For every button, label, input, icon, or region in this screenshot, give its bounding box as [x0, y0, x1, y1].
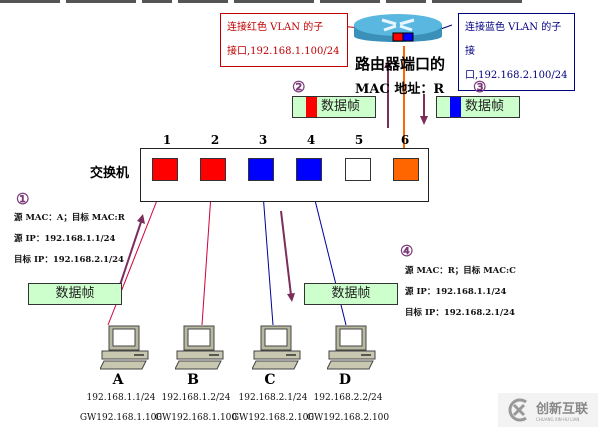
arrow-down-head — [420, 116, 428, 125]
computer-icon — [175, 325, 224, 370]
cropped-header-text — [0, 0, 600, 4]
host-name: C — [264, 372, 276, 388]
port-number-4: 4 — [306, 133, 316, 147]
step-3-frame: 数据帧 — [436, 96, 520, 118]
host-name: D — [338, 372, 352, 388]
host-name: B — [187, 372, 199, 388]
host-gateway: GW192.168.1.100 — [79, 413, 163, 423]
computer-icon — [327, 325, 376, 370]
step-1-frame: 数据帧 — [28, 283, 122, 305]
switch-port-3 — [248, 158, 274, 181]
arrow-step4 — [280, 210, 292, 296]
red-callout-line1: 连接红色 VLAN 的子 — [227, 22, 324, 33]
red-subinterface-callout: 连接红色 VLAN 的子 接口,192.168.1.100/24 — [220, 13, 348, 67]
switch-port-2 — [200, 158, 226, 181]
step-4-frame: 数据帧 — [304, 283, 398, 305]
watermark-logo-icon — [508, 398, 527, 422]
step-1-dst-ip: 目标 IP：192.168.2.1/24 — [14, 255, 124, 265]
switch-label: 交换机 — [90, 166, 130, 181]
blue-subinterface-callout: 连接蓝色 VLAN 的子 接口,192.168.2.100/24 — [458, 13, 575, 91]
step-2-frame: 数据帧 — [292, 96, 376, 118]
computer-icon — [100, 325, 149, 370]
port-number-2: 2 — [210, 133, 220, 147]
switch-port-6 — [393, 158, 419, 181]
blue-callout-line1: 连接蓝色 VLAN 的子 — [465, 22, 562, 33]
computer-icon — [252, 325, 301, 370]
router-icon — [354, 14, 442, 42]
watermark: 创新互联 CHUANG XIN HU LIAN — [498, 393, 598, 427]
step-2-marker: ② — [292, 78, 306, 96]
watermark-text: 创新互联 — [536, 402, 589, 417]
watermark-subtext: CHUANG XIN HU LIAN — [536, 417, 580, 422]
host-ip: 192.168.2.1/24 — [238, 393, 308, 403]
arrow-up-head — [384, 60, 392, 68]
step-1-src-ip: 源 IP：192.168.1.1/24 — [14, 234, 116, 244]
vlan-tag-red — [306, 97, 317, 117]
switch-port-4 — [296, 158, 322, 181]
step-3-frame-label: 数据帧 — [465, 99, 505, 114]
host-ip: 192.168.1.1/24 — [86, 393, 156, 403]
step-1-marker: ① — [16, 190, 30, 208]
arrow-step1-head — [137, 214, 145, 224]
port-number-1: 1 — [162, 133, 172, 147]
port-number-3: 3 — [258, 133, 268, 147]
arrow-step4-head — [287, 293, 295, 302]
link-port3-host-c — [261, 179, 274, 326]
vlan-tag-blue — [450, 97, 461, 117]
step-4-dst-ip: 目标 IP：192.168.2.1/24 — [405, 308, 515, 318]
host-gateway: GW192.168.2.100 — [306, 413, 390, 423]
port-number-5: 5 — [354, 133, 364, 147]
host-name: A — [112, 372, 124, 388]
router-red-port — [392, 32, 404, 42]
switch-port-5 — [345, 158, 371, 181]
host-gateway: GW192.168.1.100 — [154, 413, 238, 423]
step-4-info: 源 MAC：R；目标 MAC:C 源 IP：192.168.1.1/24 目标 … — [405, 261, 516, 324]
step-2-frame-label: 数据帧 — [321, 99, 361, 114]
port-number-6: 6 — [400, 133, 410, 147]
step-1-frame-label: 数据帧 — [55, 286, 95, 301]
router-title-line2: MAC 地址：R — [355, 82, 445, 97]
router-blue-port — [402, 32, 414, 42]
step-4-frame-label: 数据帧 — [331, 286, 371, 301]
red-callout-line2: 接口,192.168.1.100/24 — [227, 46, 340, 57]
host-ip: 192.168.1.2/24 — [161, 393, 231, 403]
step-4-marker: ④ — [400, 242, 414, 260]
step-4-src-mac: 源 MAC：R；目标 MAC:C — [405, 266, 516, 276]
router-title-line1: 路由器端口的 — [355, 55, 446, 73]
step-1-info: 源 MAC：A；目标 MAC:R 源 IP：192.168.1.1/24 目标 … — [14, 208, 125, 271]
host-ip: 192.168.2.2/24 — [313, 393, 383, 403]
step-4-src-ip: 源 IP：192.168.1.1/24 — [405, 287, 507, 297]
link-port2-host-b — [201, 179, 213, 326]
step-3-marker: ③ — [473, 78, 487, 96]
switch-port-1 — [152, 158, 178, 181]
step-1-src-mac: 源 MAC：A；目标 MAC:R — [14, 213, 125, 223]
blue-callout-line2: 接口,192.168.2.100/24 — [465, 46, 568, 81]
switch — [140, 148, 429, 202]
host-gateway: GW192.168.2.100 — [231, 413, 315, 423]
arrow-step1 — [119, 221, 142, 286]
